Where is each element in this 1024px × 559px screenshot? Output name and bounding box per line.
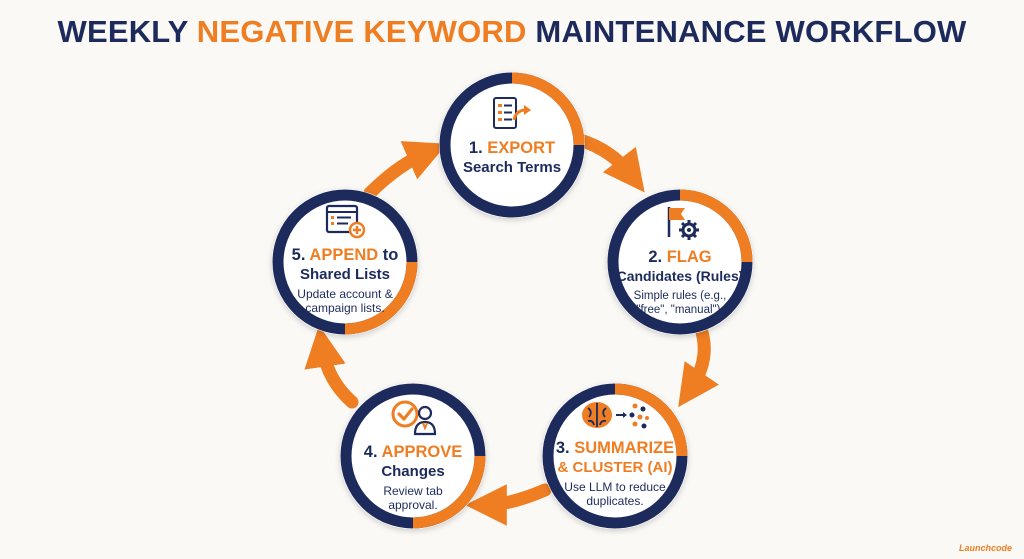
arrow-2-to-3 bbox=[678, 319, 719, 408]
step-5-card: 5. APPEND to Shared Lists Update account… bbox=[280, 203, 410, 315]
step-2-description: Simple rules (e.g., "free", "manual"). bbox=[633, 290, 727, 316]
step-3-card: 3. SUMMARIZE & CLUSTER (AI) Use LLM to r… bbox=[545, 398, 685, 508]
brain-cluster-icon bbox=[582, 402, 649, 429]
flag-gear-icon bbox=[667, 207, 699, 240]
step-2-subtitle: Candidates (Rules) bbox=[616, 268, 744, 284]
list-add-icon bbox=[325, 204, 366, 239]
arrow-3-to-4 bbox=[465, 483, 552, 526]
step-4-description: Review tab approval. bbox=[383, 484, 443, 512]
step-5-subtitle: Shared Lists bbox=[299, 266, 391, 283]
brand-logo: Launchcode bbox=[958, 543, 1012, 553]
step-3-description: Use LLM to reduce duplicates. bbox=[564, 480, 666, 508]
step-2-circle bbox=[607, 189, 753, 335]
step-1-subtitle: Search Terms bbox=[462, 159, 562, 176]
step-4-subtitle: Changes bbox=[381, 463, 445, 480]
document-export-icon bbox=[493, 97, 531, 129]
arrow-1-to-2 bbox=[573, 133, 645, 193]
step-1-card: 1. EXPORT Search Terms bbox=[447, 96, 577, 177]
approve-person-icon bbox=[391, 400, 437, 436]
step-4-circle bbox=[340, 383, 486, 529]
step-1-circle bbox=[439, 72, 585, 218]
arrow-5-to-1 bbox=[363, 141, 448, 200]
step-3-subtitle: & CLUSTER (AI) bbox=[557, 459, 673, 476]
step-5-description: Update account & campaign lists. bbox=[297, 287, 393, 315]
page-title: WEEKLY NEGATIVE KEYWORD MAINTENANCE WORK… bbox=[57, 14, 967, 49]
step-4-card: 4. APPROVE Changes Review tab approval. bbox=[348, 398, 478, 512]
arrow-4-to-5 bbox=[304, 325, 359, 409]
step-5-circle bbox=[272, 189, 418, 335]
step-2-card: 2. FLAG Candidates (Rules) Simple rules … bbox=[615, 203, 745, 317]
